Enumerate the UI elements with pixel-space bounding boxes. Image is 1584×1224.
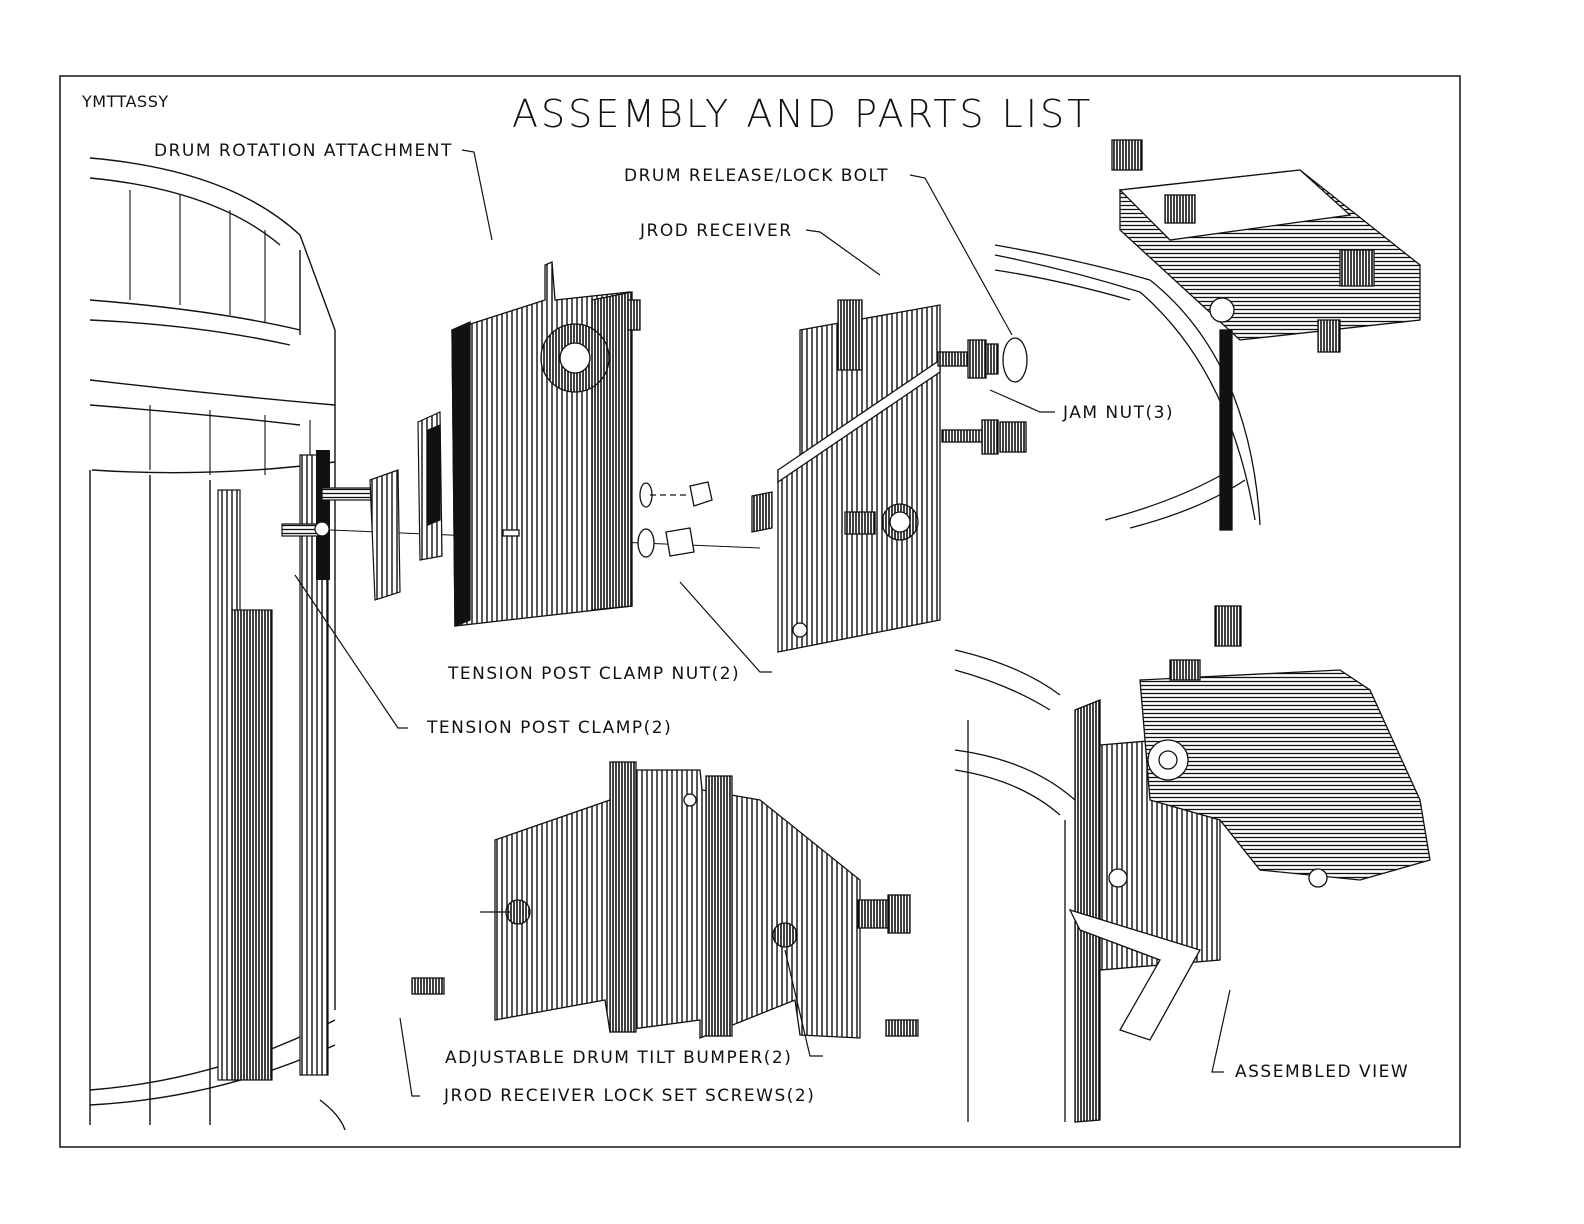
drawing-code: YMTTASSY (82, 92, 169, 111)
leader-lines (294, 149, 1231, 1097)
label-jrod-receiver-lock-set-screws: JROD RECEIVER LOCK SET SCREWS(2) (444, 1086, 816, 1106)
drawing-title: ASSEMBLY AND PARTS LIST (512, 92, 1094, 136)
jrod-receiver (751, 299, 941, 653)
top-right-view (994, 139, 1421, 531)
clamp-nuts-washers (637, 481, 713, 558)
label-jrod-receiver: JROD RECEIVER (640, 221, 793, 241)
drum-left (89, 157, 346, 1131)
adjustable-drum-tilt-bumper (411, 761, 919, 1039)
drawing-border (59, 75, 1461, 1148)
label-tension-post-clamp-nut: TENSION POST CLAMP NUT(2) (448, 664, 741, 684)
label-drum-release-lock-bolt: DRUM RELEASE/LOCK BOLT (624, 166, 889, 186)
label-jam-nut: JAM NUT(3) (1063, 403, 1175, 423)
drum-release-lock-bolt (937, 337, 1028, 455)
assembled-view-drawing (954, 605, 1431, 1123)
label-assembled-view: ASSEMBLED VIEW (1235, 1062, 1410, 1082)
tension-posts (217, 450, 330, 1081)
label-tension-post-clamp: TENSION POST CLAMP(2) (427, 718, 673, 738)
label-adjustable-drum-tilt-bumper: ADJUSTABLE DRUM TILT BUMPER(2) (445, 1048, 793, 1068)
label-drum-rotation-attachment: DRUM ROTATION ATTACHMENT (154, 141, 453, 161)
drum-rotation-attachment (451, 261, 641, 627)
